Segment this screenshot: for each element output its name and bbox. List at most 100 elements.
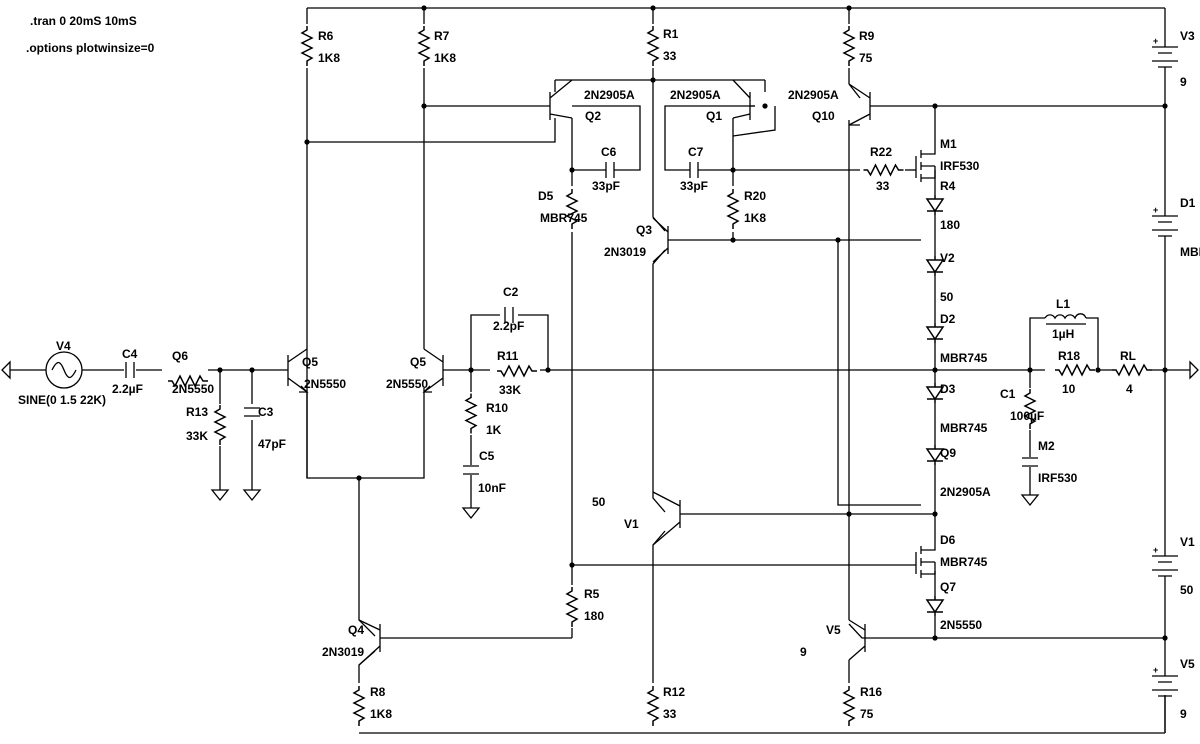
label-R9-value: 75: [859, 51, 873, 65]
label-V4-name: V4: [56, 339, 71, 353]
transistor-Q10: 2N2905A Q10: [788, 83, 875, 126]
label-C1-value: 10nF: [478, 481, 506, 495]
label-R4-name: R20: [744, 189, 766, 203]
label-D6-name: Q7: [940, 580, 956, 594]
label-D3-name: D3: [940, 382, 956, 396]
label-Q6-value: 2N5550: [304, 377, 346, 391]
label-R8-value: 1K8: [370, 707, 392, 721]
capacitor-C2: C2 2.2pF: [493, 285, 524, 333]
svg-text:+: +: [1153, 205, 1158, 215]
directive-options: .options plotwinsize=0: [26, 41, 155, 55]
resistor-R14: Q6 2N5550: [167, 349, 214, 396]
label-Q4-name: V5: [826, 623, 841, 637]
label-Q4-value: 9: [800, 645, 807, 659]
label-R19-value: 100µF: [1010, 409, 1044, 423]
resistor-R16: R16 75: [843, 685, 882, 727]
label-R11-name: R11: [497, 349, 519, 363]
label-M1-name: M1: [940, 137, 957, 151]
label-Q5-value: 2N5550: [386, 377, 428, 391]
label-R8-name: R8: [370, 685, 386, 699]
label-M1-value: IRF530: [940, 159, 980, 173]
source-V2: + V2 D1 MBR745: [1152, 196, 1200, 259]
label-D6-value: 2N5550: [940, 618, 982, 632]
label-V1-name: V1: [1180, 535, 1195, 549]
label-Q1-value: 2N2905A: [670, 88, 721, 102]
label-Q3-name: Q3: [636, 223, 652, 237]
label-Q7-value: 2N3019: [322, 645, 364, 659]
label-C6-value: 33pF: [592, 179, 620, 193]
mosfet-M2: D6 MBR745: [915, 531, 988, 578]
label-RL-value: 4: [1126, 382, 1133, 396]
label-D3-value: MBR745: [940, 421, 988, 435]
label-M2-name: D6: [940, 533, 956, 547]
diode-D1: V2 50: [926, 251, 955, 304]
label-R22-name: R22: [870, 145, 892, 159]
label-Q3-value: 2N3019: [604, 245, 646, 259]
resistor-R11: R11 33K: [496, 349, 538, 397]
label-Q10-value: 2N2905A: [788, 88, 839, 102]
label-D5-n: R4: [940, 179, 956, 193]
label-C7-value: 33pF: [680, 179, 708, 193]
capacitor-C5: M2 IRF530: [1022, 439, 1078, 485]
label-R1-value: 33: [663, 49, 677, 63]
junctions: [217, 5, 1168, 641]
capacitor-C6: C6 33pF: [592, 145, 625, 193]
resistor-R4: R20 1K8: [727, 188, 766, 230]
directive-tran: .tran 0 20mS 10mS: [30, 14, 137, 28]
resistor-R8: R8 1K8: [353, 685, 392, 727]
transistor-Q3: Q3 2N3019: [604, 217, 680, 263]
label-V5-name: V5: [1180, 657, 1195, 671]
label-R16-value: 75: [860, 707, 874, 721]
label-R18-name: R18: [1058, 349, 1080, 363]
label-V2-n: D1: [1180, 196, 1196, 210]
diode-D3: D3 MBR745: [926, 382, 988, 435]
label-R4-value: 1K8: [744, 211, 766, 225]
transistor-Q5: Q5 R11: [422, 348, 455, 393]
label-C4-value: 2.2µF: [112, 382, 143, 396]
label-Q5-name: Q5: [410, 355, 426, 369]
label-R13-name: R13: [186, 405, 208, 419]
label-R18-value: 10: [1062, 382, 1076, 396]
label-C5-name: M2: [1038, 439, 1055, 453]
transistor-Q6: Q5 2N5550: [282, 348, 346, 478]
label-R5-value: 180: [584, 609, 604, 623]
label-C1-name: C5: [479, 449, 495, 463]
label-R12-name: R12: [663, 685, 685, 699]
label-R1-name: R1: [663, 27, 679, 41]
label-V5-value: 9: [1180, 707, 1187, 721]
label-R20-value: MBR745: [540, 211, 588, 225]
label-R20-name: D5: [538, 189, 554, 203]
source-V1: + D6 R5: [1152, 545, 1178, 585]
label-D1-name: V2: [940, 251, 955, 265]
label-R10-name: R10: [486, 401, 508, 415]
label-R7-value: 1K8: [434, 51, 456, 65]
label-C7-name: C7: [688, 145, 704, 159]
label-V2-value: MBR745: [1180, 245, 1200, 259]
diode-D2: D2 MBR745: [926, 312, 988, 365]
source-V3: + V3 9: [1152, 29, 1195, 89]
label-D4-value: 2N2905A: [940, 485, 991, 499]
label-R14-name: Q6: [172, 349, 188, 363]
label-D2-name: D2: [940, 312, 956, 326]
label-R12-value: 33: [663, 707, 677, 721]
label-C2-value: 2.2pF: [493, 319, 524, 333]
resistor-R13: R13 33K: [186, 404, 226, 446]
resistor-R6: R6 1K8: [301, 25, 340, 67]
capacitor-C1: C5 10nF: [463, 449, 506, 495]
resistor-R12: R12 33: [647, 685, 685, 727]
inductor-L1: L1 1µH: [1044, 297, 1087, 341]
label-V3-value: 9: [1180, 75, 1187, 89]
transistor-Q9: 50 V1: [592, 491, 693, 546]
label-L1-value: 1µH: [1052, 327, 1074, 341]
resistor-R22: R22 33: [862, 145, 905, 193]
label-R16-name: R16: [860, 685, 882, 699]
resistor-R20: D5 MBR745: [538, 188, 588, 230]
label-R5-name: R5: [584, 587, 600, 601]
label-R6-name: R6: [318, 29, 334, 43]
transistor-Q2: 2N2905A Q2: [545, 79, 635, 123]
mosfet-M1: M1 IRF530: [915, 130, 980, 182]
diode-D6: Q7 2N5550: [926, 580, 982, 632]
diode-D4: Q9 2N2905A: [926, 444, 991, 499]
label-V4-value: SINE(0 1.5 22K): [18, 393, 106, 407]
